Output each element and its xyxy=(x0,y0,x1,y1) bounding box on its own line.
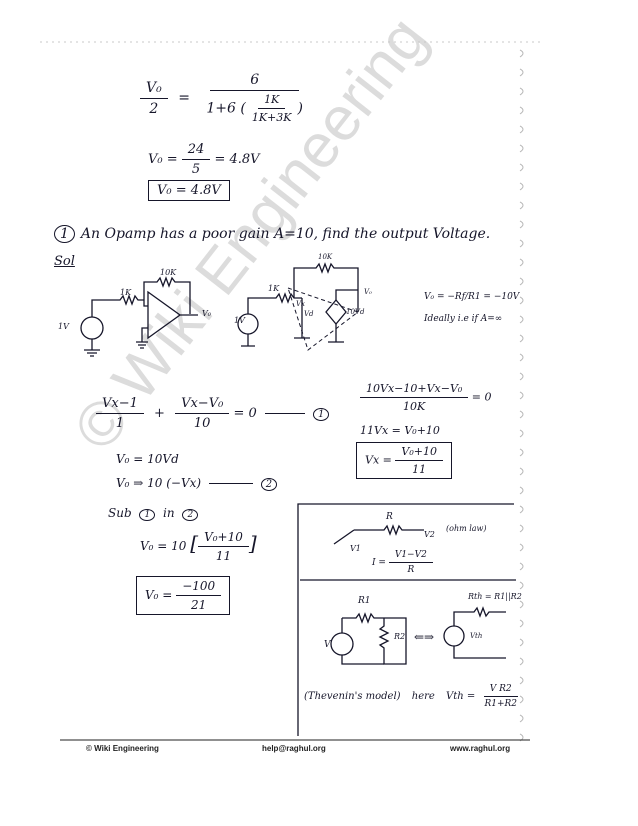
c2-vd-label: Vd xyxy=(304,310,314,318)
c2-vin-label: 1V xyxy=(234,316,245,325)
ohm-v1-label: V1 xyxy=(350,544,361,553)
side-note-box xyxy=(297,503,516,736)
spiral-hole xyxy=(519,429,524,438)
spiral-hole xyxy=(519,315,524,324)
spiral-hole xyxy=(519,49,524,58)
spiral-hole xyxy=(519,201,524,210)
spiral-hole xyxy=(519,714,524,723)
spiral-hole xyxy=(519,543,524,552)
equation-2-line1: V₀ = 10Vd xyxy=(116,452,179,466)
inverting-amplifier-circuit xyxy=(80,276,198,357)
spiral-hole xyxy=(519,505,524,514)
spiral-hole xyxy=(519,239,524,248)
c2-source-label: 10Vd xyxy=(346,308,365,316)
thev-r2-label: R2 xyxy=(394,632,406,641)
footer-right: www.raghul.org xyxy=(450,744,511,753)
spiral-hole xyxy=(519,125,524,134)
spiral-hole xyxy=(519,676,524,685)
right-eq-line2: 11Vx = V₀+10 xyxy=(360,424,440,437)
spiral-hole xyxy=(519,657,524,666)
equation-2-line2: V₀ ⇒ 10 (−Vx) 2 xyxy=(116,476,278,491)
spiral-hole xyxy=(519,391,524,400)
ohm-law-label: (ohm law) xyxy=(446,524,487,533)
question-text: An Opamp has a poor gain A=10, find the … xyxy=(80,226,491,242)
c1-rin-label: 1K xyxy=(120,288,132,297)
thev-arrow: ⇐⇒ xyxy=(414,630,435,644)
c2-vout-label: V₀ xyxy=(364,288,372,296)
sol-label: Sol xyxy=(54,254,75,269)
ohm-v2-label: V2 xyxy=(424,530,435,539)
block2-result: V₀ = 4.8V xyxy=(148,180,230,201)
c1-rf-label: 10K xyxy=(160,268,177,277)
thev-rth-label: Rth = R1||R2 xyxy=(468,592,522,601)
eq2-tag: 2 xyxy=(260,478,278,491)
spiral-hole xyxy=(519,163,524,172)
thev-vth-src-label: Vth xyxy=(470,632,483,640)
spiral-hole xyxy=(519,410,524,419)
spiral-hole xyxy=(519,353,524,362)
spiral-hole xyxy=(519,581,524,590)
spiral-hole xyxy=(519,600,524,609)
question-number: 1 xyxy=(54,225,75,243)
spiral-hole xyxy=(519,467,524,476)
c2-vx-label: Vx xyxy=(296,300,306,308)
spiral-hole xyxy=(519,562,524,571)
spiral-hole xyxy=(519,87,524,96)
equivalent-model-circuit xyxy=(237,262,360,351)
eq1-tag: 1 xyxy=(313,408,330,421)
spiral-hole xyxy=(519,486,524,495)
spiral-hole xyxy=(519,68,524,77)
ideal-formula: V₀ = −Rf/R1 = −10V xyxy=(424,292,520,302)
question-line: 1 An Opamp has a poor gain A=10, find the… xyxy=(54,225,491,243)
spiral-hole xyxy=(519,277,524,286)
spiral-hole xyxy=(519,372,524,381)
substitution-label: Sub 1 in 2 xyxy=(108,506,199,521)
c1-vout-label: V₀ xyxy=(202,309,211,318)
footer-center: help@raghul.org xyxy=(262,744,326,753)
spiral-hole xyxy=(519,638,524,647)
spiral-hole xyxy=(519,220,524,229)
thev-v-label: V xyxy=(324,640,331,650)
c2-rin-label: 1K xyxy=(268,284,280,293)
spiral-hole xyxy=(519,106,524,115)
footer-left: © Wiki Engineering xyxy=(86,744,159,753)
ohm-r-label: R xyxy=(386,512,393,522)
spiral-hole xyxy=(519,296,524,305)
ideal-note: Ideally i.e if A=∞ xyxy=(424,314,503,324)
c1-vin-label: 1V xyxy=(58,322,69,331)
c2-rf-label: 10K xyxy=(318,253,333,261)
spiral-hole xyxy=(519,695,524,704)
thev-r1-label: R1 xyxy=(358,596,371,606)
spiral-hole xyxy=(519,182,524,191)
spiral-hole xyxy=(519,258,524,267)
spiral-hole xyxy=(519,144,524,153)
spiral-hole xyxy=(519,448,524,457)
spiral-hole xyxy=(519,334,524,343)
spiral-hole xyxy=(519,619,524,628)
spiral-hole xyxy=(519,524,524,533)
